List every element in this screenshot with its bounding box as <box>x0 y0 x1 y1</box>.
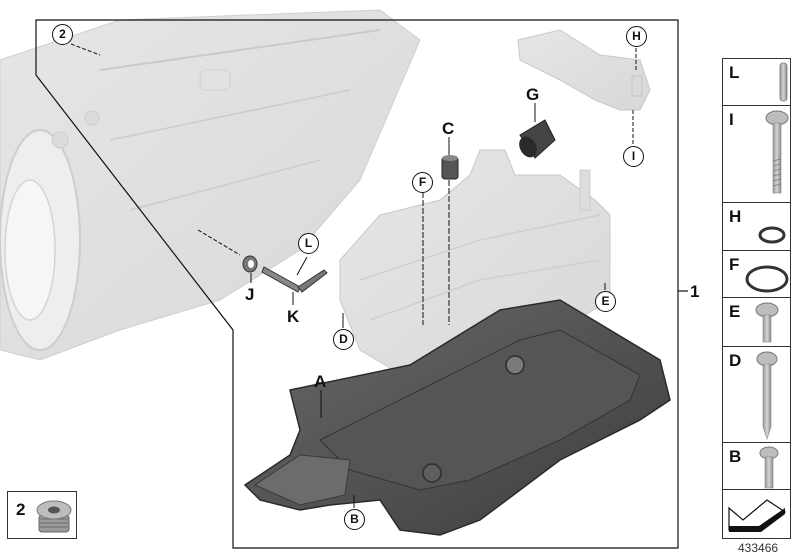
callout-h[interactable]: H <box>626 26 647 47</box>
callout-f[interactable]: F <box>412 172 433 193</box>
oil-pan <box>243 299 671 536</box>
legend-row-arrow[interactable] <box>723 490 790 538</box>
legend-row-b[interactable]: B <box>723 443 790 490</box>
legend-letter: I <box>729 110 734 129</box>
detail-box-label: 2 <box>16 500 26 519</box>
legend-row-l[interactable]: L <box>723 59 790 106</box>
detail-box-plug[interactable]: 2 <box>7 491 77 539</box>
medium-screw-icon <box>759 446 779 489</box>
legend-letter: F <box>729 255 740 274</box>
small-o-ring-icon <box>758 226 786 244</box>
transmission-housing <box>0 9 421 361</box>
screw-plug-icon <box>36 500 72 533</box>
callout-i[interactable]: I <box>623 146 644 167</box>
legend-letter: B <box>729 447 742 466</box>
callout-g[interactable]: G <box>526 85 540 104</box>
callout-k[interactable]: K <box>287 307 300 326</box>
callout-j[interactable]: J <box>245 285 255 304</box>
seal-g <box>519 119 556 159</box>
pin-icon <box>779 62 788 102</box>
solenoid-module <box>517 29 651 111</box>
legend-row-h[interactable]: H <box>723 203 790 251</box>
callout-l[interactable]: L <box>298 233 319 254</box>
legend-row-f[interactable]: F <box>723 251 790 298</box>
direction-arrow-icon <box>728 499 787 532</box>
legend-letter: H <box>729 207 742 226</box>
lever-k <box>261 266 328 293</box>
parts-legend: L I H F E D <box>722 58 791 539</box>
long-screw-icon <box>765 110 789 194</box>
legend-row-d[interactable]: D <box>723 347 790 443</box>
callout-b[interactable]: B <box>344 509 365 530</box>
legend-row-i[interactable]: I <box>723 106 790 203</box>
callout-d[interactable]: D <box>333 329 354 350</box>
ring-j <box>242 255 258 273</box>
legend-row-e[interactable]: E <box>723 298 790 347</box>
callout-c[interactable]: C <box>442 119 455 138</box>
group-callout-1[interactable]: 1 <box>690 282 700 301</box>
callout-2[interactable]: 2 <box>52 24 73 45</box>
legend-letter: D <box>729 351 742 370</box>
figure-number: 433466 <box>738 541 779 555</box>
seal-c <box>441 155 459 180</box>
long-self-tapping-screw-icon <box>756 351 778 440</box>
large-o-ring-icon <box>745 265 789 293</box>
legend-letter: L <box>729 63 740 82</box>
short-flange-screw-icon <box>755 302 779 343</box>
callout-e[interactable]: E <box>595 291 616 312</box>
leader-lines <box>70 43 637 508</box>
callout-a[interactable]: A <box>314 372 327 391</box>
group-frame <box>35 19 688 549</box>
legend-letter: E <box>729 302 741 321</box>
